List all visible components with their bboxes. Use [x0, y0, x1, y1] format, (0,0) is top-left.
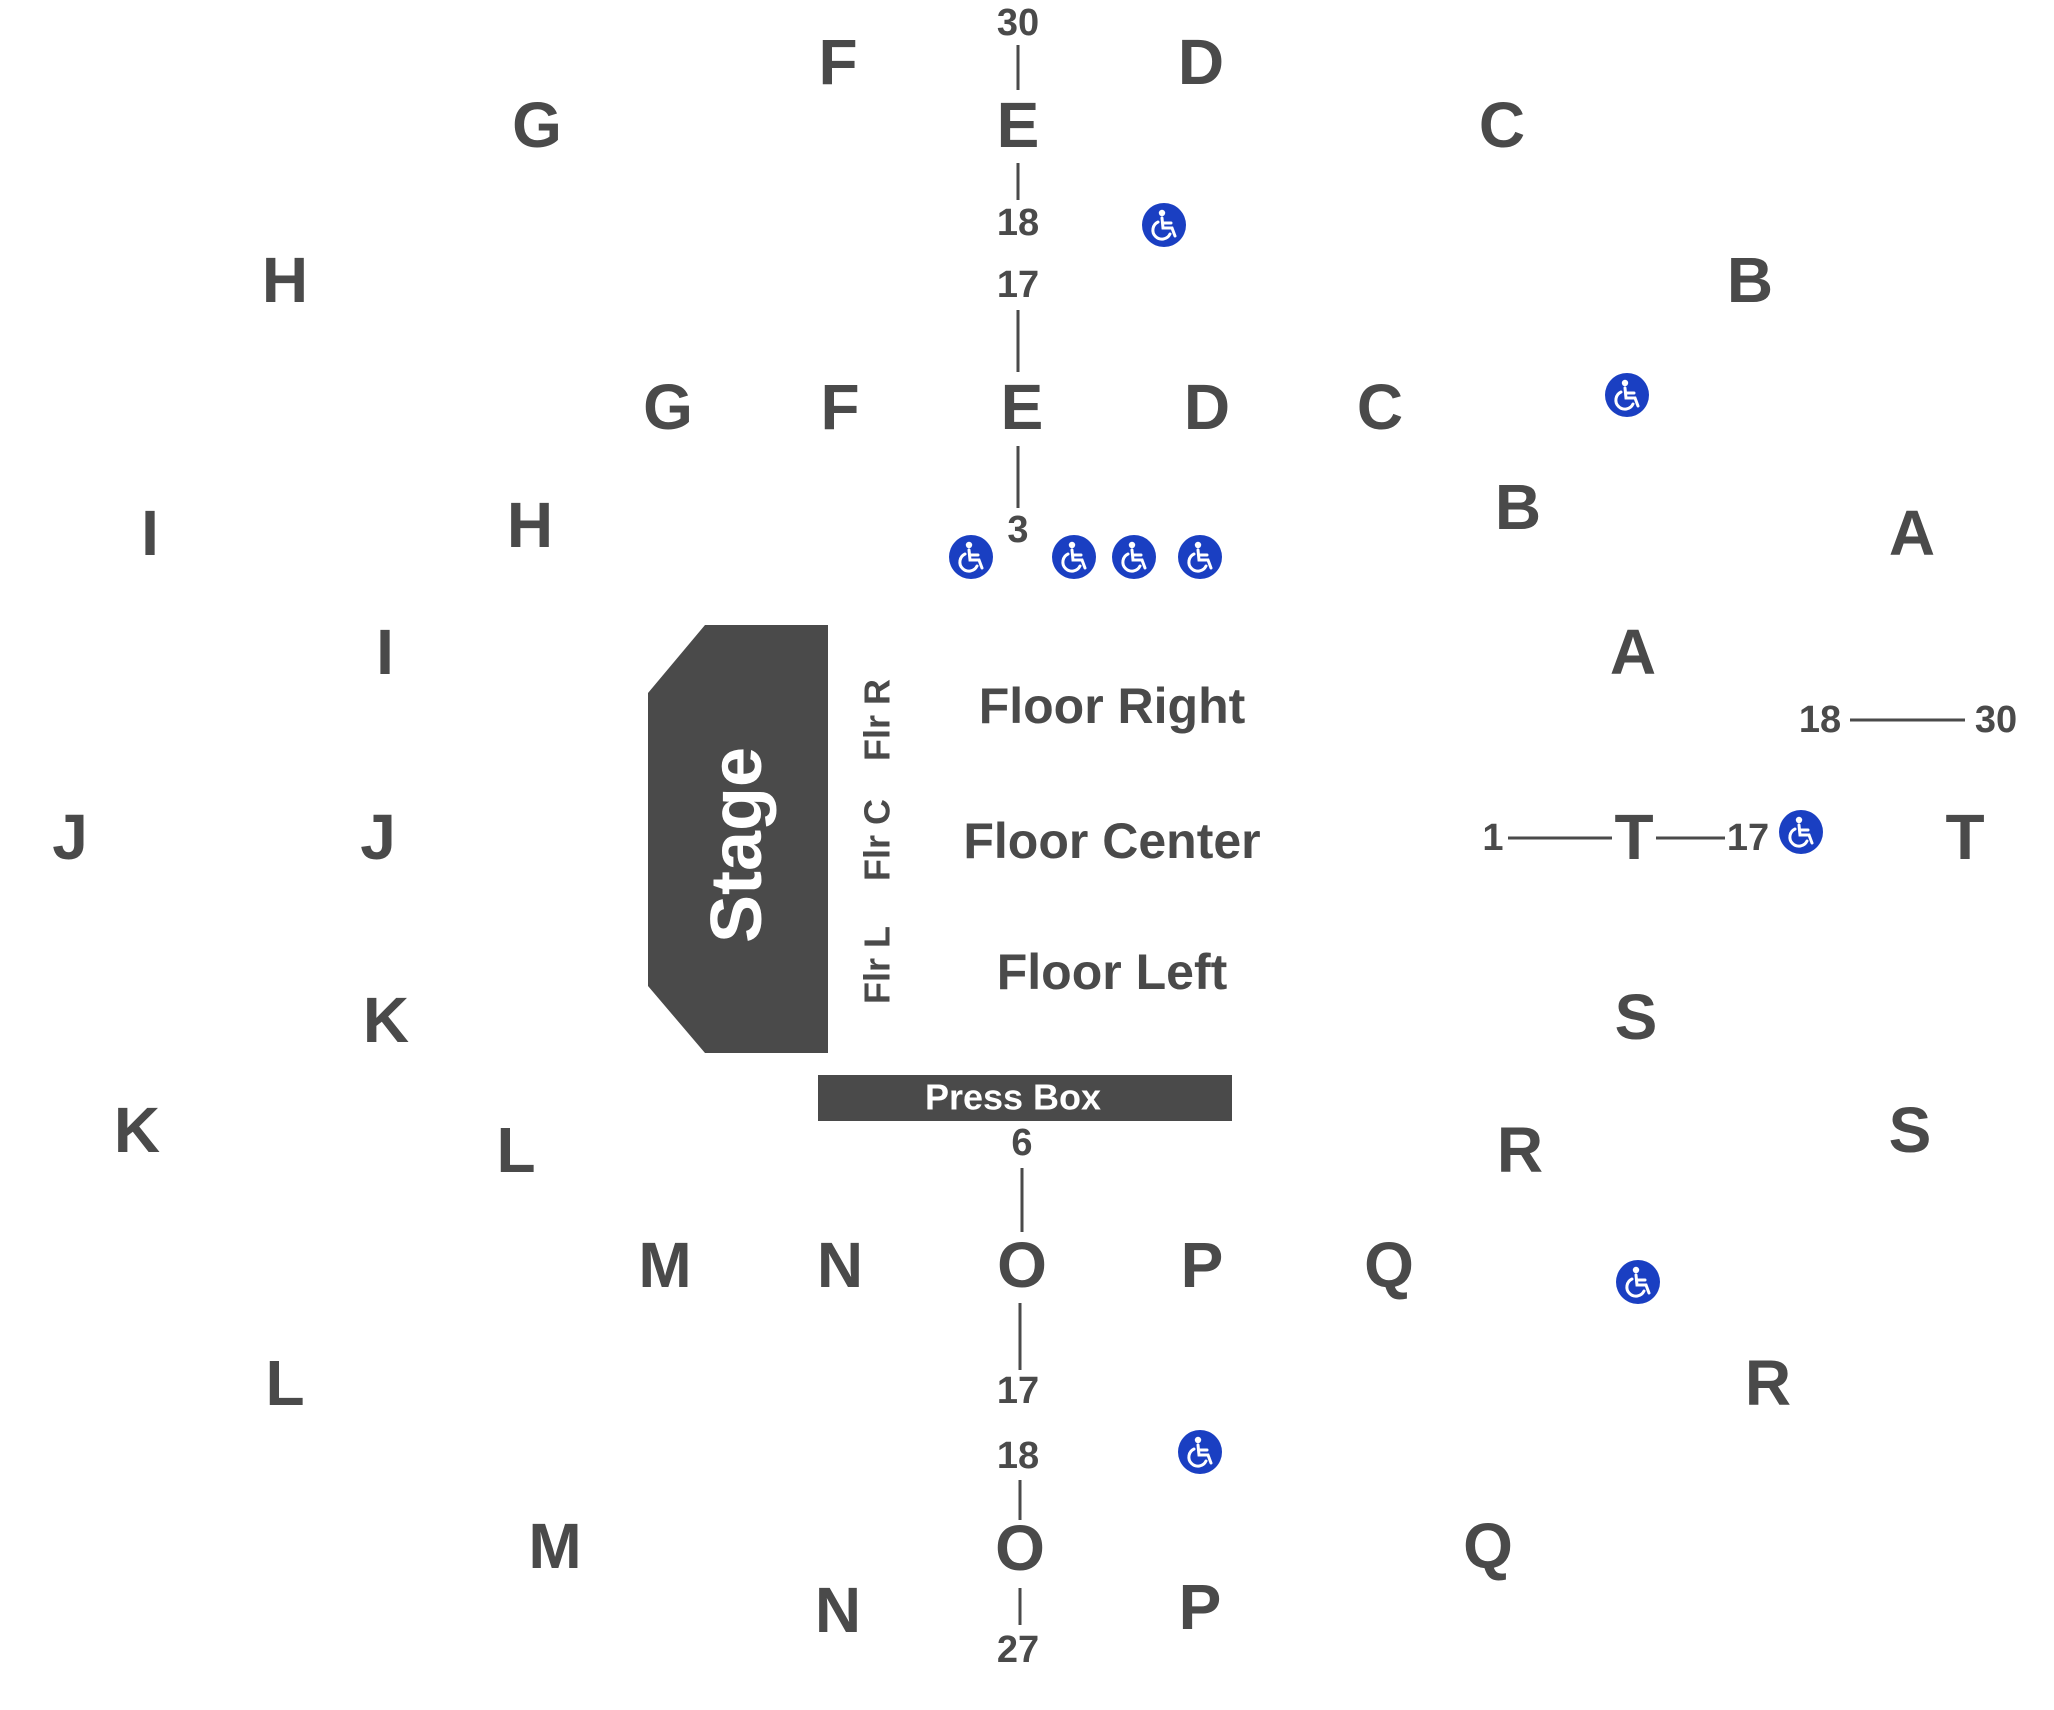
section-upper-r[interactable]: R: [1745, 1347, 1791, 1419]
section-upper-s[interactable]: S: [1889, 1094, 1932, 1166]
section-lower-c[interactable]: C: [1357, 371, 1403, 443]
section-upper-q[interactable]: Q: [1463, 1510, 1513, 1582]
section-lower-i[interactable]: I: [376, 616, 394, 688]
wheelchair-icon: [1176, 1428, 1224, 1476]
row-label-a-first: 18: [1799, 699, 1841, 741]
wheelchair-icon: [1110, 533, 1158, 581]
wheelchair-icon: [947, 533, 995, 581]
row-label-t-first: 1: [1482, 817, 1503, 859]
floor-abbr-right: Flr R: [857, 679, 898, 761]
section-lower-j[interactable]: J: [360, 801, 396, 873]
section-floor-left[interactable]: Floor Left: [997, 944, 1228, 1000]
row-label-o-upper-bottom: 27: [997, 1629, 1039, 1671]
press-box-label: Press Box: [925, 1077, 1101, 1118]
row-label-o-upper-top: 18: [997, 1435, 1039, 1477]
section-lower-g[interactable]: G: [643, 371, 693, 443]
section-lower-h[interactable]: H: [507, 489, 553, 561]
floor-abbr-left: Flr L: [857, 926, 898, 1004]
section-lower-e[interactable]: E: [1001, 371, 1044, 443]
stage-label: Stage: [697, 747, 777, 943]
section-upper-m[interactable]: M: [528, 1510, 581, 1582]
section-lower-o[interactable]: O: [997, 1229, 1047, 1301]
section-upper-d[interactable]: D: [1178, 26, 1224, 98]
section-lower-s[interactable]: S: [1615, 981, 1658, 1053]
wheelchair-icon: [1614, 1258, 1662, 1306]
stage[interactable]: Stage: [648, 625, 828, 1053]
row-label-o-lower-bottom: 17: [997, 1370, 1039, 1412]
wheelchair-icon: [1176, 533, 1224, 581]
section-upper-i[interactable]: I: [141, 497, 159, 569]
wheelchair-icon: [1050, 533, 1098, 581]
section-upper-p[interactable]: P: [1179, 1571, 1222, 1643]
stage-shape: [648, 625, 828, 1053]
press-box-shape: [818, 1075, 1232, 1121]
row-label-e-upper-top: 30: [997, 2, 1039, 44]
section-lower-l[interactable]: L: [496, 1114, 535, 1186]
section-upper-j[interactable]: J: [52, 801, 88, 873]
section-upper-e[interactable]: E: [997, 89, 1040, 161]
press-box[interactable]: Press Box: [818, 1075, 1232, 1121]
section-upper-h[interactable]: H: [262, 244, 308, 316]
row-label-e-upper-bottom: 18: [997, 202, 1039, 244]
section-upper-c[interactable]: C: [1479, 89, 1525, 161]
wheelchair-icon: [1140, 201, 1188, 249]
section-lower-n[interactable]: N: [817, 1229, 863, 1301]
section-floor-right[interactable]: Floor Right: [979, 678, 1246, 734]
section-lower-p[interactable]: P: [1181, 1229, 1224, 1301]
section-upper-o[interactable]: O: [995, 1512, 1045, 1584]
section-upper-b[interactable]: B: [1727, 244, 1773, 316]
section-lower-k[interactable]: K: [363, 984, 409, 1056]
section-lower-m[interactable]: M: [638, 1229, 691, 1301]
section-lower-d[interactable]: D: [1184, 371, 1230, 443]
section-upper-f[interactable]: F: [818, 26, 857, 98]
row-label-e-lower-top: 17: [997, 264, 1039, 306]
section-upper-k[interactable]: K: [114, 1094, 160, 1166]
section-lower-a[interactable]: A: [1610, 616, 1656, 688]
section-upper-g[interactable]: G: [512, 89, 562, 161]
section-upper-a[interactable]: A: [1889, 497, 1935, 569]
section-lower-f[interactable]: F: [820, 371, 859, 443]
section-upper-l[interactable]: L: [265, 1347, 304, 1419]
floor-abbr-center: Flr C: [857, 799, 898, 881]
section-lower-q[interactable]: Q: [1364, 1229, 1414, 1301]
row-label-o-lower-top: 6: [1011, 1122, 1032, 1164]
row-label-t-last: 17: [1727, 817, 1769, 859]
section-lower-b[interactable]: B: [1495, 471, 1541, 543]
row-label-a-last: 30: [1975, 699, 2017, 741]
section-upper-t[interactable]: T: [1945, 801, 1984, 873]
section-floor-center[interactable]: Floor Center: [963, 813, 1260, 869]
section-lower-t[interactable]: T: [1614, 801, 1653, 873]
row-label-e-lower-bottom: 3: [1007, 509, 1028, 551]
wheelchair-icon: [1603, 371, 1651, 419]
section-upper-n[interactable]: N: [815, 1574, 861, 1646]
section-lower-r[interactable]: R: [1497, 1114, 1543, 1186]
wheelchair-icon: [1777, 808, 1825, 856]
